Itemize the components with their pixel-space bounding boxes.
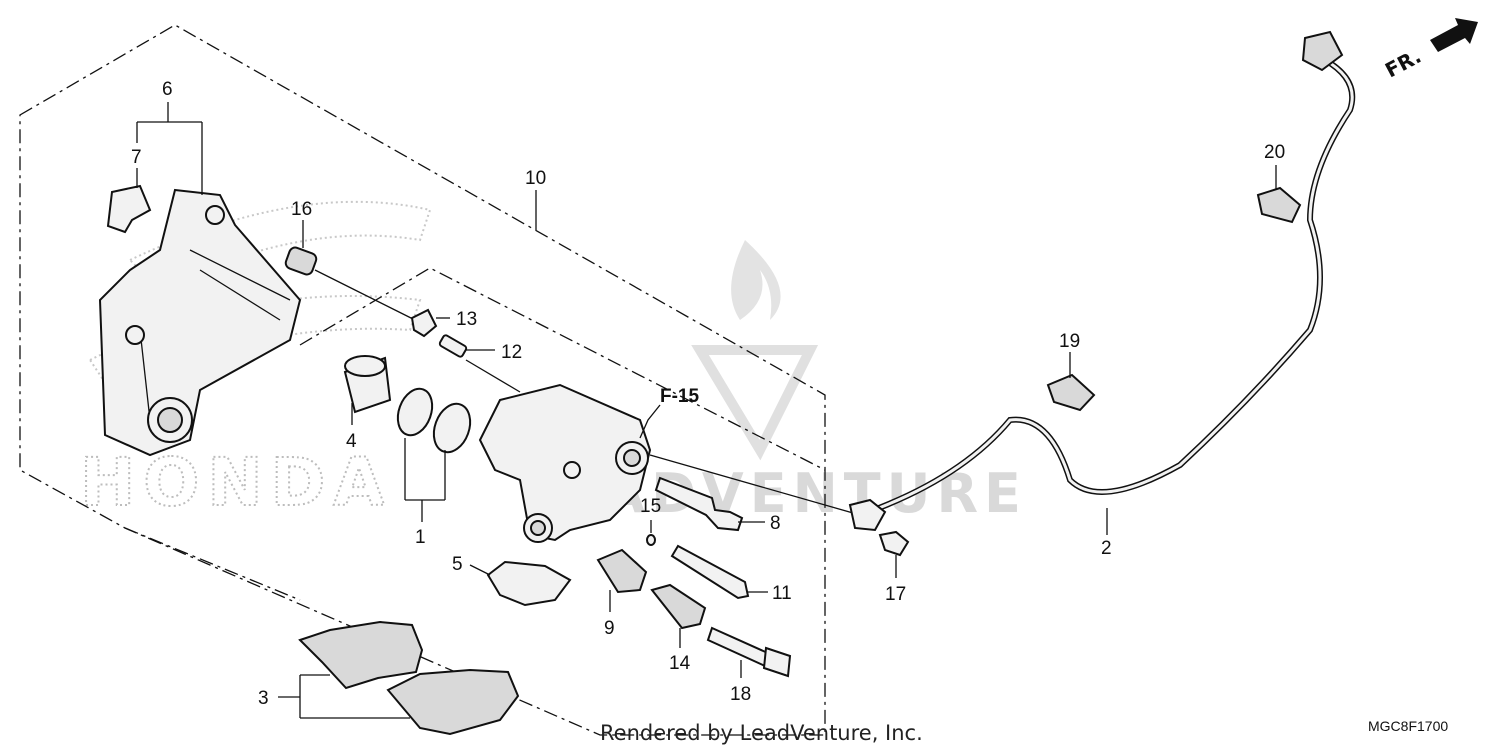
front-direction-arrow: FR. <box>1381 18 1478 82</box>
caliper-piston <box>343 355 392 414</box>
slide-pin <box>654 476 744 532</box>
harness-clamp-20 <box>1256 186 1302 224</box>
reference-f15: F-15 <box>660 386 700 407</box>
harness-clamp-19 <box>1046 373 1096 412</box>
callout-7: 7 <box>131 147 142 168</box>
bleeder-cap <box>410 308 438 338</box>
sensor-connector <box>1301 30 1344 72</box>
honda-logo-text: HONDA <box>80 444 392 521</box>
leader-lines <box>136 102 1277 719</box>
callout-6: 6 <box>162 79 173 100</box>
direction-label: FR. <box>1381 44 1425 83</box>
callout-18: 18 <box>730 684 751 705</box>
pad-spring <box>486 560 572 607</box>
credit-text: Rendered by LeadVenture, Inc. <box>600 721 923 745</box>
bleeder-screw <box>438 334 521 393</box>
callout-14: 14 <box>669 653 691 674</box>
callout-1: 1 <box>415 527 426 548</box>
callout-2: 2 <box>1101 538 1112 559</box>
sensor-bolt <box>878 530 910 557</box>
callout-5: 5 <box>452 554 463 575</box>
pad-outline-edge <box>124 527 301 601</box>
diagram-code: MGC8F1700 <box>1368 718 1448 734</box>
pin-boot <box>284 246 416 321</box>
pad-pin <box>670 544 750 600</box>
callout-8: 8 <box>770 513 781 534</box>
callout-20: 20 <box>1264 142 1285 163</box>
pin-collar <box>650 583 707 630</box>
wheel-speed-sensor <box>848 30 1356 532</box>
piston-seal <box>396 387 434 437</box>
caliper-bolt <box>706 626 792 678</box>
callout-19: 19 <box>1059 331 1080 352</box>
small-o-ring <box>646 534 656 546</box>
callout-13: 13 <box>456 309 477 330</box>
outer-assembly-outline <box>19 24 826 736</box>
bracket-clip <box>106 184 152 234</box>
brake-pads <box>298 620 520 736</box>
callout-3: 3 <box>258 688 269 709</box>
callout-12: 12 <box>501 342 522 363</box>
caliper-body <box>478 383 861 543</box>
callout-9: 9 <box>604 618 615 639</box>
slide-pin-boot <box>596 548 648 594</box>
callout-11: 11 <box>772 583 792 604</box>
callout-16: 16 <box>291 199 312 220</box>
caliper-bracket <box>98 188 302 457</box>
callout-17: 17 <box>885 584 906 605</box>
callout-15: 15 <box>640 496 661 517</box>
honda-background-logo: HONDA <box>79 200 432 522</box>
dust-seal <box>432 402 472 454</box>
callout-10: 10 <box>525 168 546 189</box>
callout-4: 4 <box>346 431 357 452</box>
